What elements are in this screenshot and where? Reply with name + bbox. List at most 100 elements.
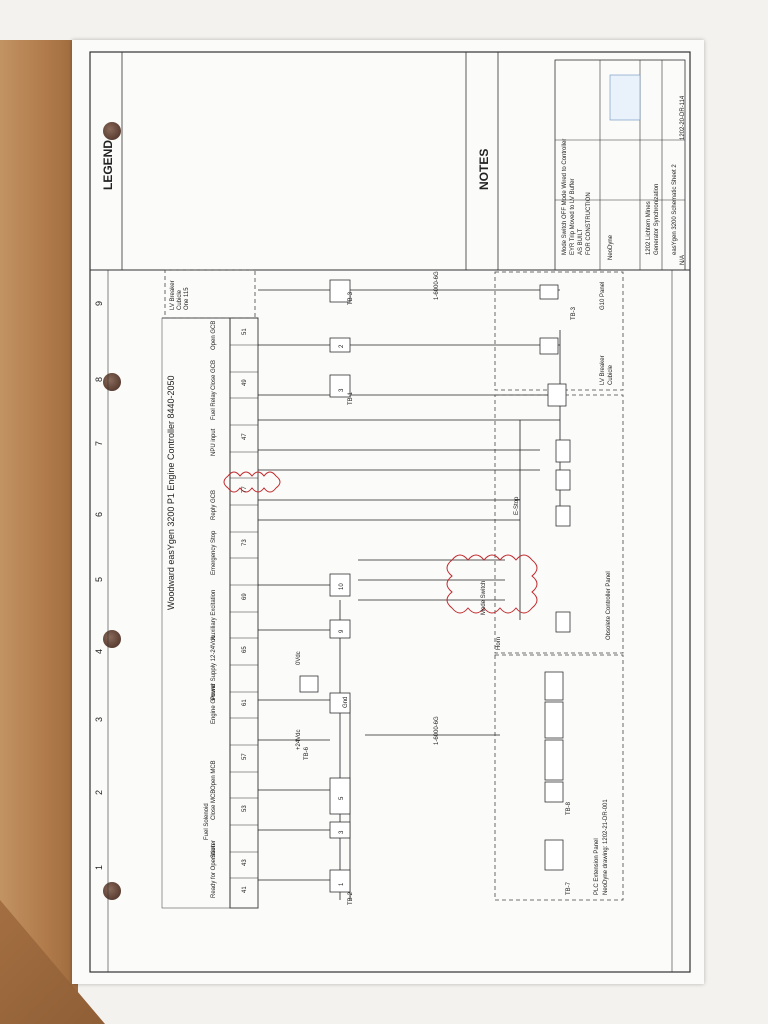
tb7-label: TB-7: [566, 881, 572, 895]
gnd-label: Gnd: [343, 697, 349, 708]
tb-drawing-no: 1202-20-DR-114: [680, 95, 686, 140]
tb-num-9: 9: [339, 629, 345, 633]
border-num-6: 6: [94, 512, 104, 517]
svg-text:NPU input: NPU input: [211, 428, 217, 456]
border-num-8: 8: [94, 377, 104, 382]
svg-text:53: 53: [242, 805, 248, 812]
svg-text:Open MCB: Open MCB: [211, 760, 217, 790]
tb-project: 1202 Lichtem Mines: [646, 201, 652, 255]
tb-desc: Generator Synchronization: [654, 184, 660, 255]
notes-heading: NOTES: [477, 149, 491, 190]
svg-text:Close GCB: Close GCB: [211, 360, 217, 390]
lv-breaker-top-3: One 115: [184, 287, 190, 310]
lv-breaker-label-2: Cubicle: [608, 364, 614, 385]
binder-hole-top: [103, 122, 121, 140]
cable-label-bottom: 1-6000-6G: [434, 716, 440, 745]
svg-text:Starter: Starter: [211, 840, 217, 858]
binder-hole-lower: [103, 630, 121, 648]
tb-num-1: 1: [339, 882, 345, 886]
lv-breaker-top-outline: [164, 269, 256, 319]
component-box-5: [555, 611, 571, 633]
svg-text:77: 77: [242, 486, 248, 493]
tb-scale: N/A: [680, 255, 686, 265]
mode-switch-label: Mode Switch: [481, 581, 487, 615]
border-num-7: 7: [94, 441, 104, 446]
svg-text:Ready for Operation: Ready for Operation: [211, 844, 217, 898]
svg-text:Open GCB: Open GCB: [211, 321, 217, 350]
svg-text:51: 51: [242, 328, 248, 335]
svg-text:47: 47: [242, 433, 248, 440]
tb-num-3b: 3: [339, 388, 345, 392]
border-num-9: 9: [94, 301, 104, 306]
plc-panel-outline: [494, 654, 624, 901]
tb6-label: TB-6: [304, 746, 310, 760]
lv-breaker-top-2: Cubicle: [177, 289, 183, 310]
svg-text:Fuel Relay: Fuel Relay: [211, 391, 217, 420]
sheet-border: [89, 51, 691, 973]
svg-text:73: 73: [242, 539, 248, 546]
lv-breaker-top-1: LV Breaker: [170, 280, 176, 310]
tb-rev-3: AS BUILT: [578, 228, 584, 255]
voltage-24-label: +24Vdc: [296, 729, 302, 750]
tb-num-3: 3: [339, 830, 345, 834]
cable-label-top: 1-6000-6G: [434, 271, 440, 300]
tb-num-2b: 2: [339, 344, 345, 348]
legend-heading: LEGEND: [101, 140, 115, 190]
obsolete-panel-label: Obsolete Controller Panel: [606, 571, 612, 640]
revision-cloud-mode-switch: [446, 554, 538, 614]
svg-text:Auxiliary Excitation: Auxiliary Excitation: [211, 590, 217, 640]
revision-cloud-terminal: [223, 471, 281, 493]
g10-panel-label: G10 Panel: [600, 282, 606, 310]
svg-text:Engine Ground: Engine Ground: [211, 684, 217, 724]
svg-text:49: 49: [242, 379, 248, 386]
controller-terminal-strip: [229, 317, 259, 909]
svg-text:65: 65: [242, 646, 248, 653]
plc-terminal-strip: [544, 671, 564, 871]
plc-panel-drawing: NeoDyne drawing: 1202-21-DR-001: [603, 799, 609, 895]
component-box-7: [555, 505, 571, 527]
svg-text:Emergency Stop: Emergency Stop: [211, 530, 217, 575]
border-num-3: 3: [94, 717, 104, 722]
lv-breaker-label-1: LV Breaker: [600, 355, 606, 385]
schematic-sheet: [72, 40, 704, 984]
terminal-rows: [230, 344, 258, 879]
tb1-label: TB-1: [348, 391, 354, 405]
svg-text:Close MCB: Close MCB: [211, 790, 217, 820]
tb-sheet: easYgen 3200 Schematic Sheet 2: [672, 164, 678, 255]
svg-text:61: 61: [242, 699, 248, 706]
border-num-4: 4: [94, 649, 104, 654]
tb-blocks: [299, 279, 351, 893]
component-box-4: [555, 439, 571, 463]
svg-text:Fuel Solenoid: Fuel Solenoid: [204, 803, 210, 840]
svg-text:Power Supply 12-24Vdc: Power Supply 12-24Vdc: [211, 636, 217, 700]
border-num-5: 5: [94, 577, 104, 582]
controller-function-labels: Ready for Operation Starter Fuel Solenoi…: [204, 321, 217, 898]
svg-text:57: 57: [242, 753, 248, 760]
border-num-2: 2: [94, 790, 104, 795]
svg-text:69: 69: [242, 593, 248, 600]
company-logo: [609, 74, 641, 121]
tb-num-10: 10: [339, 583, 345, 590]
svg-text:Reply GCB: Reply GCB: [211, 490, 217, 520]
svg-text:43: 43: [242, 859, 248, 866]
wood-table-edge: [0, 40, 78, 1024]
tb3-label-right: TB-3: [571, 306, 577, 320]
estop-label: E-Stop: [514, 496, 520, 515]
tb-rev-4: FOR CONSTRUCTION: [586, 192, 592, 255]
binder-hole-bottom: [103, 882, 121, 900]
tb-rev-1: Mode Switch OFF Mode Wired to Controller: [562, 139, 568, 255]
tb-num-5: 5: [339, 796, 345, 800]
tb3-label-left: TB-3: [348, 291, 354, 305]
plc-panel-title: PLC Extension Panel: [594, 838, 600, 895]
tb-rev-2: EYR Trip Moved to LV Buffer: [570, 179, 576, 255]
tb-company: NeoDyne: [608, 234, 614, 260]
wires: [258, 289, 561, 900]
tb8-label: TB-8: [566, 801, 572, 815]
voltage-0-label: 0Vdc: [296, 651, 302, 665]
horn-label: Horn: [496, 637, 502, 650]
terminal-number-labels: 41 43 53 57 61 65 69 73 77 47 49 51: [242, 328, 248, 893]
controller-title: Woodward easYgen 3200 P1 Engine Controll…: [166, 376, 176, 611]
svg-text:41: 41: [242, 886, 248, 893]
binder-hole-upper: [103, 373, 121, 391]
